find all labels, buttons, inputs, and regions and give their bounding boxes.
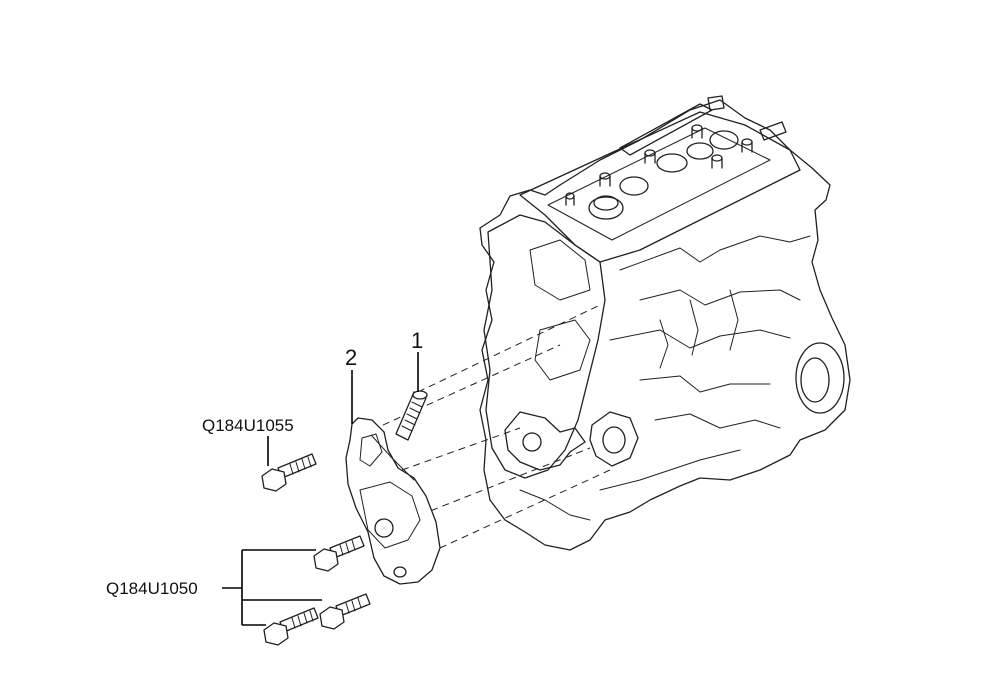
bolt-lower-left	[263, 607, 319, 646]
bolt-lower-right	[319, 593, 371, 630]
engine-block	[479, 95, 851, 551]
callout-1: 1	[411, 328, 423, 353]
alignment-lines	[371, 304, 611, 549]
callout-2: 2	[345, 345, 357, 370]
part-label-q184u1055: Q184U1055	[202, 416, 294, 435]
leader-lines	[222, 352, 419, 626]
bracket-part-2	[345, 417, 441, 585]
part-label-q184u1050: Q184U1050	[106, 579, 198, 598]
bolt-upper	[261, 453, 317, 492]
stud-part-1	[395, 390, 428, 441]
bolt-mid	[313, 535, 365, 572]
